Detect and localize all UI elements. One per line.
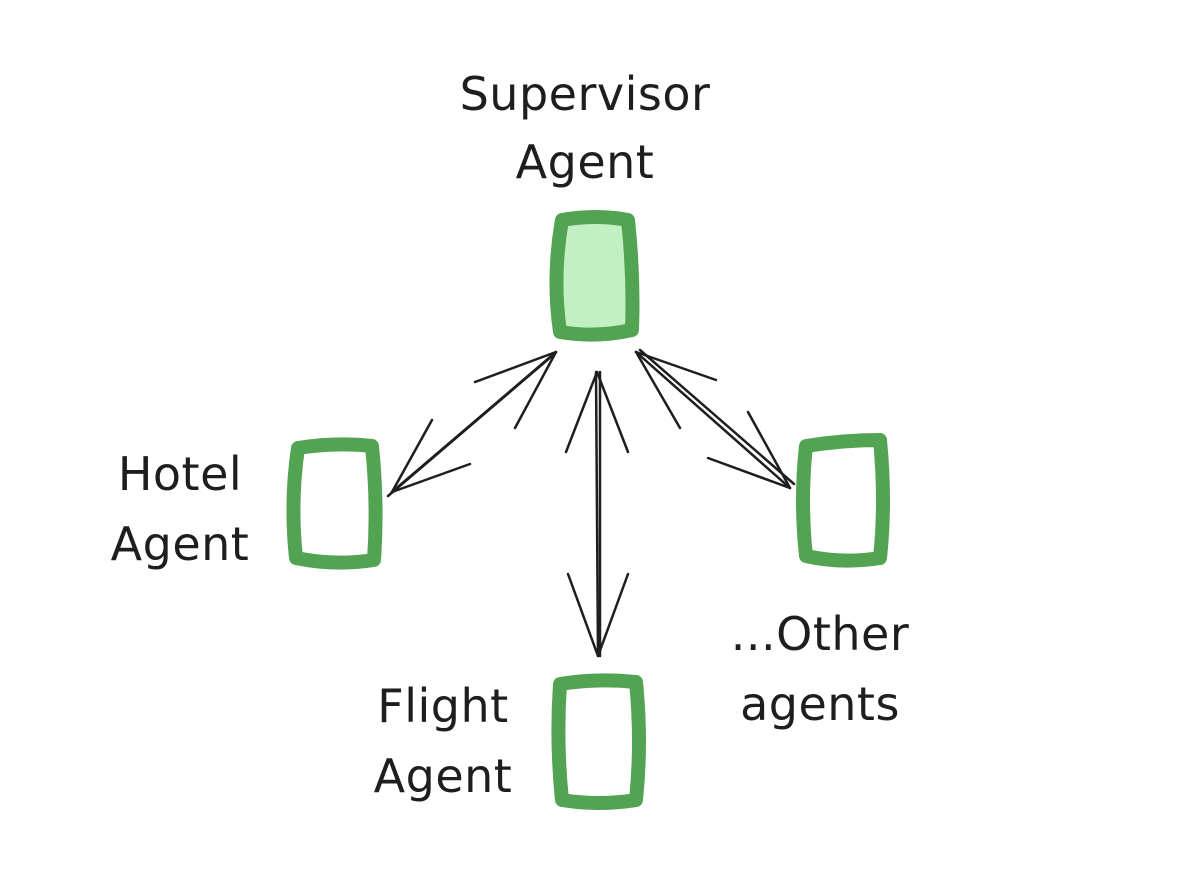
other-agents-node-box: [796, 433, 890, 568]
hotel-node: Hotel Agent: [111, 437, 383, 571]
hotel-label-line1: Hotel: [118, 447, 242, 501]
supervisor-label-line2: Agent: [516, 135, 655, 189]
other-agents-node: ...Other agents: [731, 433, 909, 731]
edge-supervisor-flight: [564, 370, 630, 658]
edge-supervisor-other: [634, 348, 796, 490]
hotel-node-box: [286, 437, 383, 570]
flight-node: Flight Agent: [374, 673, 646, 810]
supervisor-label-line1: Supervisor: [460, 67, 711, 121]
supervisor-node: Supervisor Agent: [460, 67, 711, 342]
other-agents-label-line1: ...Other: [731, 607, 909, 661]
supervisor-node-box: [549, 210, 640, 342]
flight-label-line2: Agent: [374, 749, 513, 803]
edge-supervisor-hotel: [386, 350, 558, 498]
hotel-label-line2: Agent: [111, 517, 250, 571]
flight-label-line1: Flight: [377, 679, 508, 733]
other-agents-label-line2: agents: [740, 677, 900, 731]
flight-node-box: [551, 673, 646, 810]
